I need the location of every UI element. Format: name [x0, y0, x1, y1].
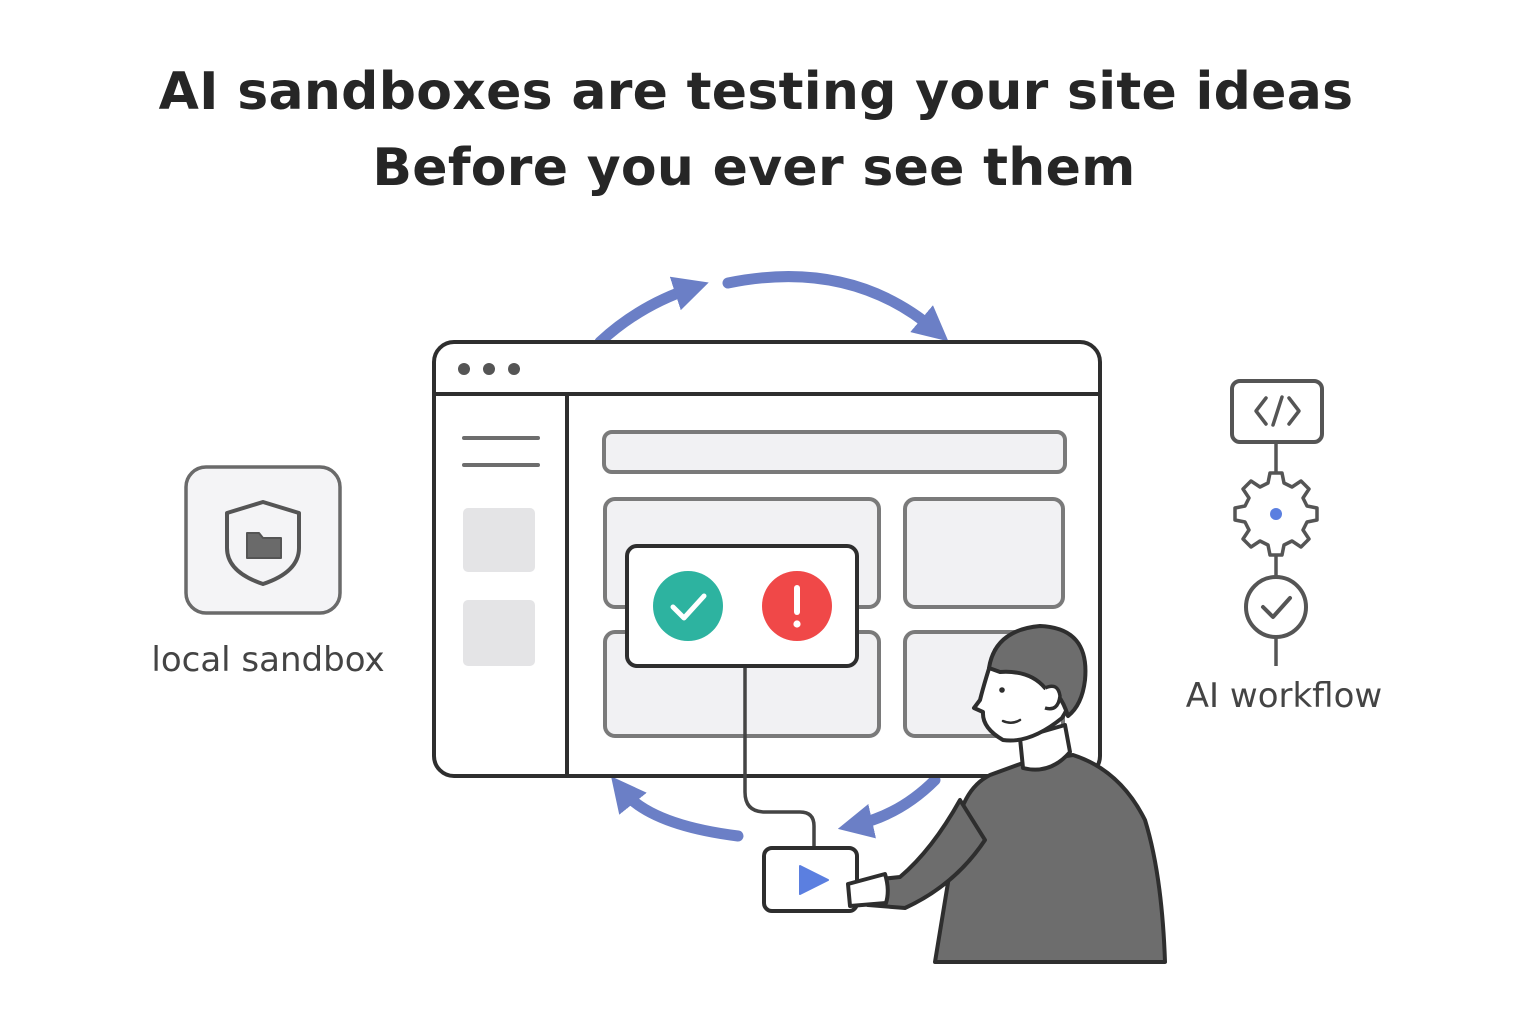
window-dot [508, 363, 520, 375]
search-bar-placeholder [602, 430, 1067, 474]
person-hand [846, 872, 890, 908]
cycle-arrows [594, 271, 949, 842]
window-dot [483, 363, 495, 375]
window-dot [458, 363, 470, 375]
cycle-arrow-top-right [722, 271, 949, 342]
title-line-2: Before you ever see them [372, 138, 1136, 198]
content-card [903, 497, 1065, 609]
play-icon [799, 865, 829, 895]
cycle-arrow-bottom-right [837, 774, 941, 839]
person-ear [1044, 684, 1062, 711]
result-card [625, 544, 859, 668]
title-line-1: AI sandboxes are testing your site ideas [158, 62, 1354, 122]
connector-line [743, 667, 816, 848]
check-icon [653, 571, 723, 641]
ai-workflow-label: AI workflow [1185, 676, 1383, 716]
ai-workflow-chain [1230, 379, 1324, 666]
sidebar-block [463, 508, 535, 572]
person-arm [866, 798, 987, 910]
person-eye [999, 687, 1005, 693]
sidebar-block [463, 600, 535, 666]
cycle-arrow-top-left [594, 276, 709, 348]
local-sandbox-tile [184, 465, 342, 615]
gear-icon [1233, 471, 1319, 557]
check-circle-icon [1244, 575, 1308, 639]
play-device [762, 846, 890, 913]
person-body [933, 753, 1167, 964]
person-figure [866, 624, 1167, 964]
code-icon [1230, 379, 1324, 444]
person-hair [987, 624, 1088, 718]
alert-icon [762, 571, 832, 641]
cycle-arrow-bottom-left [610, 776, 744, 842]
shield-folder-icon [225, 500, 301, 586]
local-sandbox-label: local sandbox [151, 640, 385, 680]
person-mouth [1001, 718, 1022, 724]
